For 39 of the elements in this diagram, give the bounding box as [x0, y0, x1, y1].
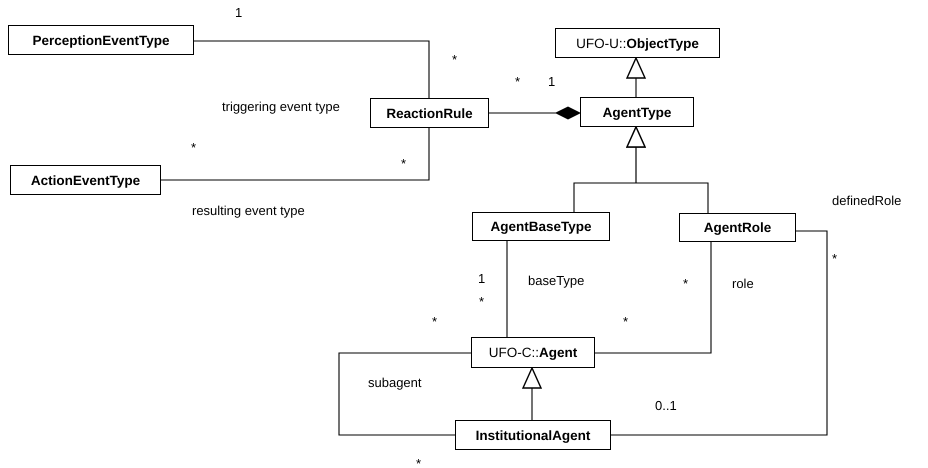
class-box: ActionEventType	[10, 165, 161, 195]
multiplicity-label: *	[479, 295, 484, 308]
multiplicity-label: *	[683, 277, 688, 290]
class-box: PerceptionEventType	[8, 25, 194, 55]
multiplicity-label: 1	[235, 6, 242, 19]
edge-label: triggering event type	[222, 100, 340, 113]
class-box: AgentRole	[679, 213, 796, 242]
generalization-arrow	[522, 367, 542, 420]
multiplicity-label: 1	[548, 75, 556, 88]
edge-label: definedRole	[832, 194, 902, 207]
multiplicity-label: *	[452, 53, 458, 66]
class-box: AgentType	[580, 97, 694, 127]
association-line	[506, 241, 508, 337]
edge-label: role	[732, 277, 754, 290]
generalization-arrow	[626, 126, 709, 213]
association-line	[161, 128, 430, 181]
multiplicity-label: *	[191, 141, 196, 154]
association-line	[194, 40, 430, 98]
edge-label: resulting event type	[192, 204, 305, 217]
multiplicity-label: 1	[478, 272, 486, 285]
multiplicity-label: *	[623, 315, 628, 328]
multiplicity-label: 0..1	[655, 399, 677, 412]
edge-label: subagent	[368, 376, 422, 389]
edge-label: baseType	[528, 274, 584, 287]
multiplicity-label: *	[416, 457, 422, 468]
generalization-arrow	[626, 57, 646, 97]
multiplicity-label: *	[832, 252, 838, 265]
multiplicity-label: *	[432, 315, 438, 328]
association-line	[595, 242, 712, 354]
class-box: AgentBaseType	[472, 212, 610, 241]
class-box: UFO-U::ObjectType	[555, 28, 720, 58]
multiplicity-label: *	[401, 157, 406, 170]
multiplicity-label: *	[515, 75, 520, 88]
class-box: InstitutionalAgent	[455, 420, 611, 450]
class-box: UFO-C::Agent	[471, 337, 595, 368]
class-box: ReactionRule	[370, 98, 489, 128]
association-line	[338, 352, 471, 436]
composition-line	[489, 106, 580, 120]
association-line	[611, 230, 828, 436]
